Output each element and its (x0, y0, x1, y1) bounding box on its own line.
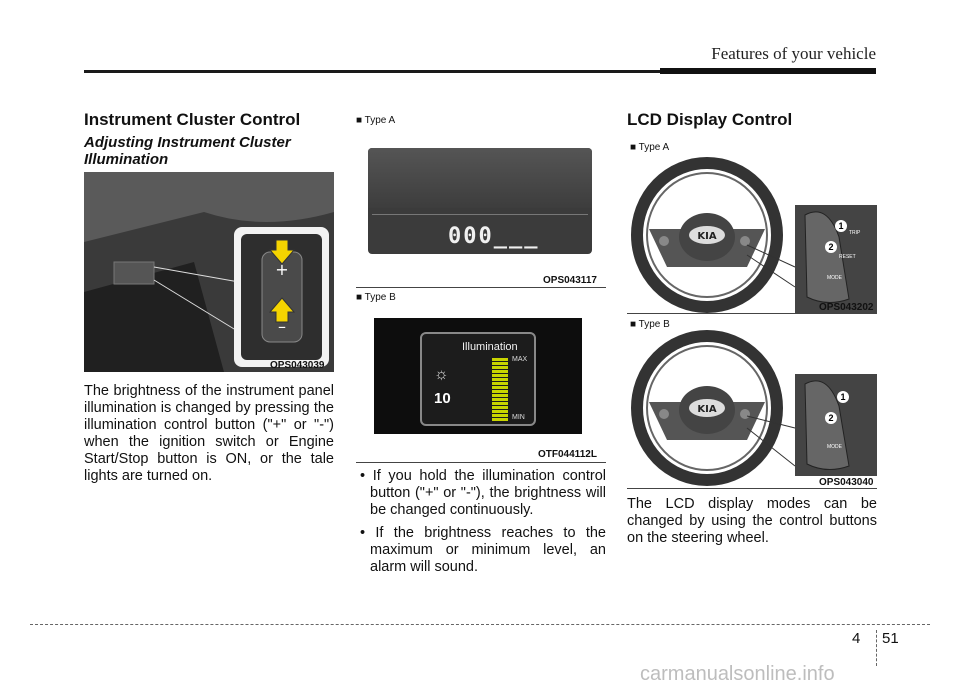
section-heading-lcd-display: LCD Display Control (627, 110, 793, 129)
type-a-label: ■ Type A (356, 115, 396, 126)
page-number: 51 (882, 630, 899, 647)
steering-wheel-type-a-figure: KIA 1 2 TRIP RESET MODE (627, 137, 877, 313)
header-rule-accent (660, 68, 876, 74)
illumination-screen-title: Illumination (462, 341, 518, 353)
odometer-readout: 000___ (448, 224, 540, 249)
trip-button-label: TRIP (849, 230, 861, 236)
footer-rule (30, 624, 930, 625)
mode-button-label: MODE (827, 444, 842, 450)
type-b-steering-label: ■ Type B (630, 319, 670, 330)
illumination-bullet-list: • If you hold the illumination control b… (356, 468, 606, 582)
callout-badge-1: 1 (837, 391, 849, 403)
lcd-display-paragraph: The LCD display modes can be changed by … (627, 496, 877, 546)
reset-button-label: RESET (839, 254, 856, 260)
svg-text:+: + (275, 260, 288, 279)
photo-caption-ops043117: OPS043117 (543, 275, 597, 286)
lcd-display-type-a: 000___ (368, 148, 592, 254)
callout-badge-2: 2 (825, 241, 837, 253)
header-rule (84, 70, 876, 73)
illumination-min-label: MIN (512, 414, 525, 421)
type-a-steering-label: ■ Type A (630, 142, 670, 153)
figure-divider (356, 287, 606, 288)
subheading-illumination: Adjusting Instrument Cluster Illuminatio… (84, 134, 291, 168)
header-title: Features of your vehicle (711, 44, 876, 63)
svg-text:KIA: KIA (697, 231, 716, 242)
figure-divider (627, 313, 877, 314)
svg-text:–: – (278, 317, 286, 336)
page-number-separator (876, 630, 878, 666)
chapter-number: 4 (852, 630, 861, 647)
watermark: carmanualsonline.info (640, 663, 835, 685)
photo-caption-otf044112l: OTF044112L (538, 449, 597, 460)
photo-caption-ops043040: OPS043040 (819, 477, 874, 488)
photo-caption-ops043039: OPS043039 (270, 360, 325, 371)
illumination-level-bar (492, 358, 508, 422)
list-item: • If you hold the illumination control b… (360, 468, 606, 518)
list-item: • If the brightness reaches to the maxim… (360, 525, 606, 575)
figure-bottom-rule (356, 462, 606, 463)
svg-text:KIA: KIA (697, 404, 716, 415)
section-heading-instrument-cluster: Instrument Cluster Control (84, 110, 301, 129)
type-b-label: ■ Type B (356, 292, 396, 303)
illumination-paragraph: The brightness of the instrument panel i… (84, 383, 334, 484)
illumination-icon: ☼ (434, 366, 449, 383)
figure-bottom-rule (627, 488, 877, 489)
lcd-display-type-b: Illumination ☼ 10 MAX MIN (374, 318, 582, 434)
illumination-button-photo: + – (84, 172, 334, 372)
callout-badge-2: 2 (825, 412, 837, 424)
steering-wheel-type-b-figure: KIA 1 2 MODE (627, 316, 877, 488)
mode-button-label: MODE (827, 275, 842, 281)
callout-badge-1: 1 (835, 220, 847, 232)
photo-caption-ops043202: OPS043202 (819, 302, 874, 313)
illumination-max-label: MAX (512, 356, 528, 363)
illumination-level-value: 10 (434, 390, 451, 407)
